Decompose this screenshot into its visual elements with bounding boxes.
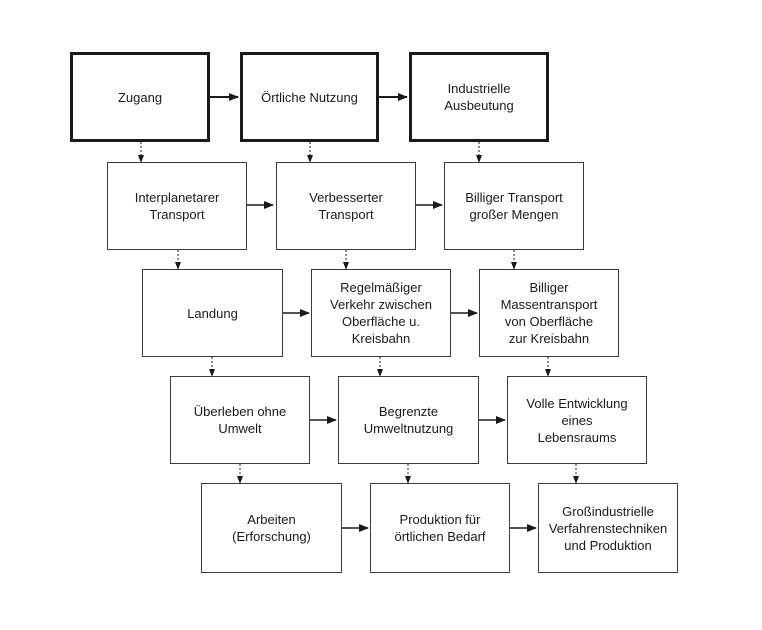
box-zugang: Zugang bbox=[70, 52, 210, 142]
box-billiger-transport: Billiger Transport großer Mengen bbox=[444, 162, 584, 250]
box-label: Billiger Transport großer Mengen bbox=[465, 190, 563, 222]
box-billiger-massentransport: Billiger Massentransport von Oberfläche … bbox=[479, 269, 619, 357]
box-oertliche-nutzung: Örtliche Nutzung bbox=[240, 52, 379, 142]
box-label: Zugang bbox=[117, 89, 163, 105]
box-interplanetarer-transport: Interplanetarer Transport bbox=[107, 162, 247, 250]
box-regelmaessiger-verkehr: Regelmäßiger Verkehr zwischen Oberfläche… bbox=[311, 269, 451, 357]
box-landung: Landung bbox=[142, 269, 283, 357]
box-label: Industrielle Ausbeutung bbox=[444, 81, 514, 113]
box-label: Landung bbox=[187, 305, 238, 321]
box-label: Produktion für örtlichen Bedarf bbox=[394, 512, 486, 544]
box-produktion-oertlich: Produktion für örtlichen Bedarf bbox=[370, 483, 510, 573]
box-label: Örtliche Nutzung bbox=[261, 89, 358, 105]
box-label: Regelmäßiger Verkehr zwischen Oberfläche… bbox=[330, 280, 432, 346]
box-label: Begrenzte Umweltnutzung bbox=[363, 404, 454, 436]
box-arbeiten: Arbeiten (Erforschung) bbox=[201, 483, 342, 573]
box-label: Volle Entwicklung eines Lebensraums bbox=[526, 395, 628, 445]
box-label: Interplanetarer Transport bbox=[134, 190, 220, 222]
box-begrenzte-umweltnutzung: Begrenzte Umweltnutzung bbox=[338, 376, 479, 464]
box-label: Arbeiten (Erforschung) bbox=[232, 512, 311, 544]
box-label: Großindustrielle Verfahrenstechniken und… bbox=[548, 503, 668, 553]
box-ueberleben-ohne-umwelt: Überleben ohne Umwelt bbox=[170, 376, 310, 464]
box-label: Verbesserter Transport bbox=[309, 190, 383, 222]
box-verbesserter-transport: Verbesserter Transport bbox=[276, 162, 416, 250]
box-grossindustrielle: Großindustrielle Verfahrenstechniken und… bbox=[538, 483, 678, 573]
box-label: Billiger Massentransport von Oberfläche … bbox=[500, 280, 598, 346]
box-volle-entwicklung: Volle Entwicklung eines Lebensraums bbox=[507, 376, 647, 464]
box-industrielle-ausbeutung: Industrielle Ausbeutung bbox=[409, 52, 549, 142]
box-label: Überleben ohne Umwelt bbox=[193, 404, 287, 436]
